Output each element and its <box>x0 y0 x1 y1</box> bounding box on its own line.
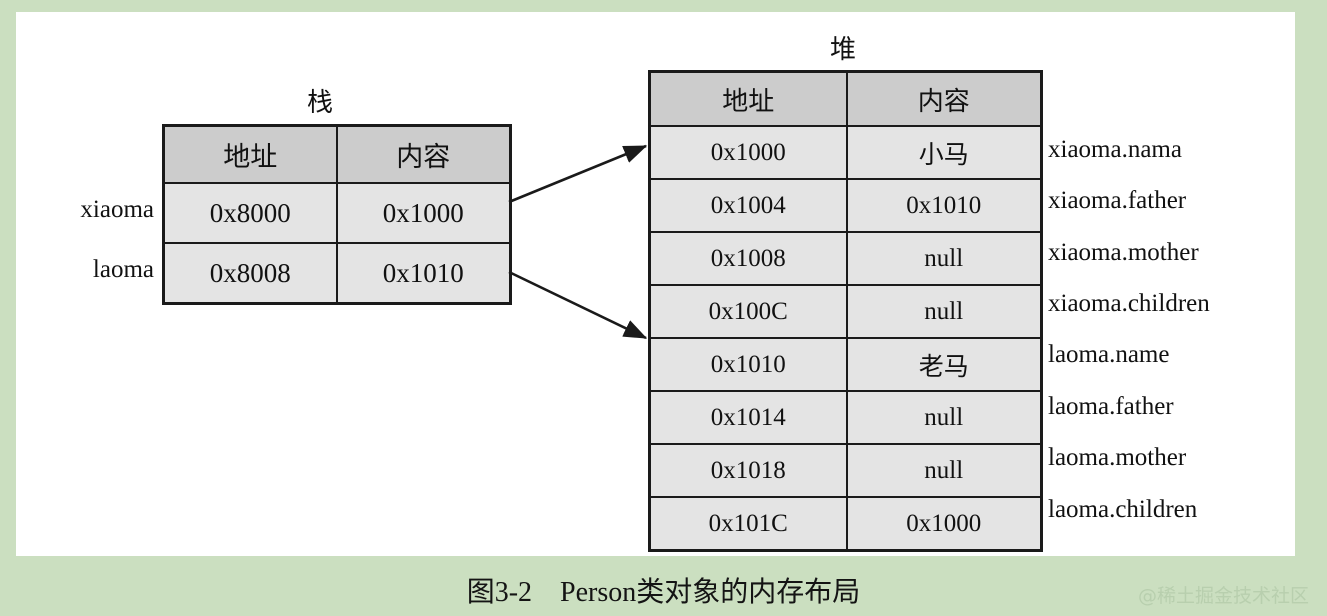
heap-cell-address: 0x1014 <box>648 390 848 445</box>
heap-table: 地址 内容 0x1000 小马 0x1004 0x1010 0x1008 nul… <box>648 70 1043 552</box>
heap-cell-content: null <box>845 231 1043 286</box>
heap-header-address: 地址 <box>648 70 848 127</box>
stack-header-content: 内容 <box>335 124 512 184</box>
heap-field-label-laoma-mother: laoma.mother <box>1048 444 1187 471</box>
table-row: 0x100C null <box>648 284 1043 339</box>
stack-row-label-laoma: laoma <box>92 256 154 283</box>
stack-title: 栈 <box>306 88 333 117</box>
figure-caption: 图3-2 Person类对象的内存布局 <box>466 577 861 608</box>
table-row: 0x1000 小马 <box>648 125 1043 180</box>
stack-cell-address: 0x8000 <box>162 182 338 244</box>
stack-cell-content: 0x1010 <box>335 242 512 305</box>
heap-cell-address: 0x1004 <box>648 178 848 233</box>
stack-cell-content: 0x1000 <box>335 182 512 244</box>
heap-cell-address: 0x1000 <box>648 125 848 180</box>
heap-cell-content: null <box>845 390 1043 445</box>
heap-header-content: 内容 <box>845 70 1043 127</box>
heap-field-label-xiaoma-mother: xiaoma.mother <box>1048 239 1199 266</box>
watermark: @稀土掘金技术社区 <box>1137 585 1309 607</box>
stack-cell-address: 0x8008 <box>162 242 338 305</box>
heap-cell-address: 0x1008 <box>648 231 848 286</box>
heap-title: 堆 <box>829 35 856 64</box>
table-row: 0x1018 null <box>648 443 1043 498</box>
heap-field-label-laoma-name: laoma.name <box>1048 341 1170 368</box>
heap-field-label-xiaoma-father: xiaoma.father <box>1048 187 1187 214</box>
heap-field-label-xiaoma-nama: xiaoma.nama <box>1048 136 1182 163</box>
heap-cell-address: 0x1010 <box>648 337 848 392</box>
stack-row-label-xiaoma: xiaoma <box>80 196 154 223</box>
table-row: 0x8000 0x1000 <box>162 182 512 244</box>
table-row: 0x1004 0x1010 <box>648 178 1043 233</box>
heap-cell-content: null <box>845 443 1043 498</box>
heap-cell-address: 0x100C <box>648 284 848 339</box>
table-row: 0x1010 老马 <box>648 337 1043 392</box>
table-row: 0x101C 0x1000 <box>648 496 1043 552</box>
heap-field-label-laoma-children: laoma.children <box>1048 496 1198 523</box>
heap-table-header-row: 地址 内容 <box>648 70 1043 127</box>
stack-header-address: 地址 <box>162 124 338 184</box>
heap-field-label-xiaoma-children: xiaoma.children <box>1048 290 1210 317</box>
heap-cell-content: 0x1000 <box>845 496 1043 552</box>
heap-cell-address: 0x1018 <box>648 443 848 498</box>
heap-field-label-laoma-father: laoma.father <box>1048 393 1174 420</box>
heap-cell-content: 小马 <box>845 125 1043 180</box>
table-row: 0x1014 null <box>648 390 1043 445</box>
table-row: 0x1008 null <box>648 231 1043 286</box>
heap-cell-content: 0x1010 <box>845 178 1043 233</box>
heap-cell-content: null <box>845 284 1043 339</box>
table-row: 0x8008 0x1010 <box>162 242 512 305</box>
stack-table-header-row: 地址 内容 <box>162 124 512 184</box>
stack-table: 地址 内容 0x8000 0x1000 0x8008 0x1010 <box>162 124 512 305</box>
heap-cell-content: 老马 <box>845 337 1043 392</box>
heap-cell-address: 0x101C <box>648 496 848 552</box>
